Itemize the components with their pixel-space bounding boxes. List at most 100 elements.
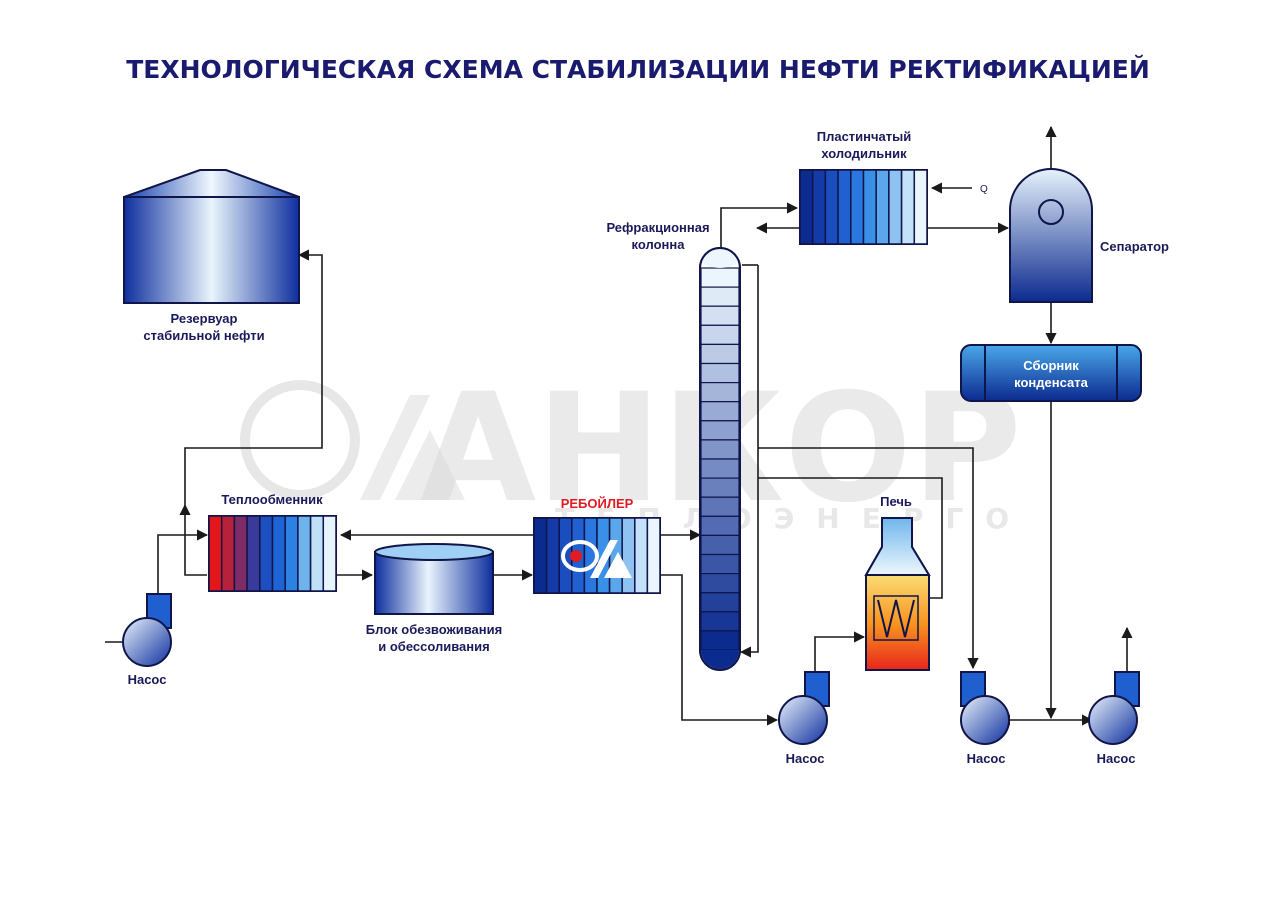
heat-exchanger-plate <box>246 515 261 592</box>
pipe-furnace-out <box>758 477 943 599</box>
column-tray <box>700 496 740 517</box>
cooler-plate <box>913 169 928 245</box>
column-tray <box>700 572 740 594</box>
reboiler-plate <box>646 517 661 594</box>
reservoir-label-line1: Резервуар <box>171 311 238 326</box>
pipe-to-pump3 <box>758 447 979 670</box>
pump-3-label: Насос <box>967 751 1006 766</box>
cooler-plate <box>837 169 852 245</box>
column-tray <box>700 286 740 307</box>
column-tray <box>700 592 740 613</box>
pipe-to-reservoir <box>184 249 323 505</box>
heat-exchanger: Теплообменник <box>208 492 337 592</box>
diagram-title: ТЕХНОЛОГИЧЕСКАЯ СХЕМА СТАБИЛИЗАЦИИ НЕФТИ… <box>126 55 1150 84</box>
pipe-pump1-to-exchanger <box>157 529 209 598</box>
separator: Сепаратор <box>1009 168 1169 303</box>
pump-2-label: Насос <box>786 751 825 766</box>
column-tray <box>700 420 740 441</box>
column-tray <box>700 267 740 288</box>
column-top-cap <box>701 249 739 268</box>
pipe-reboiler-to-pump2 <box>660 574 779 726</box>
cooler-label-line1: Пластинчатый <box>817 129 912 144</box>
furnace-coil-box <box>873 595 919 641</box>
collector-label-line1: Сборник <box>1023 358 1079 373</box>
column-outline <box>699 247 741 671</box>
cooler-plate <box>811 169 827 245</box>
column-tray <box>700 324 740 345</box>
reboiler-plate <box>533 517 548 594</box>
furnace-label: Печь <box>880 494 912 509</box>
column-bottom-cap <box>701 650 739 669</box>
watermark-logo-icon <box>240 380 465 500</box>
furnace-coil-icon <box>877 599 915 638</box>
column-trays <box>700 249 740 669</box>
dehydration-block: Блок обезвоживания и обессоливания <box>366 543 502 654</box>
collector-label-line2: конденсата <box>1014 375 1088 390</box>
column-tray <box>700 343 740 365</box>
reservoir: Резервуар стабильной нефти <box>123 169 300 343</box>
column-tray <box>700 362 740 384</box>
column-tray <box>700 515 740 536</box>
reboiler-plate <box>634 517 649 594</box>
reservoir-roof <box>123 169 300 198</box>
reboiler-plate <box>621 517 636 594</box>
dehydration-body <box>374 551 494 615</box>
cooler-plate <box>799 169 814 245</box>
pump-1: Насос <box>122 593 172 687</box>
pump-1-icon <box>122 617 172 667</box>
pipe-to-column-bottom <box>739 265 759 658</box>
heat-exchanger-plates <box>208 515 337 592</box>
reboiler-plate <box>545 517 560 594</box>
pump-4-label: Насос <box>1097 751 1136 766</box>
reservoir-body <box>123 196 300 304</box>
pump-2: Насос <box>778 671 830 766</box>
heat-exchanger-plate <box>284 515 299 592</box>
furnace-chimney <box>864 517 931 576</box>
pump-1-label: Насос <box>128 672 167 687</box>
cooler-plate <box>850 169 865 245</box>
column-tray <box>700 477 740 498</box>
heat-exchanger-plate <box>322 515 337 592</box>
pipe-column-to-cooler <box>720 202 799 248</box>
column-tray <box>700 382 740 403</box>
pipes <box>105 125 1133 726</box>
column-label-line2: колонна <box>632 237 686 252</box>
column: Рефракционная колонна <box>606 220 741 671</box>
cooler-plate <box>875 169 890 245</box>
column-tray <box>700 305 740 326</box>
furnace: Печь <box>864 494 931 671</box>
condensate-collector: Сборник конденсата <box>960 344 1142 402</box>
heat-exchanger-label: Теплообменник <box>221 492 323 507</box>
column-tray <box>700 611 740 632</box>
column-tray <box>700 401 740 422</box>
column-tray <box>700 458 740 479</box>
cooler-plate <box>824 169 839 245</box>
heat-exchanger-plate <box>309 515 325 592</box>
pipe-exchanger-up <box>179 503 207 576</box>
dehydration-label-line1: Блок обезвоживания <box>366 622 502 637</box>
cooler-label-line2: холодильник <box>821 146 907 161</box>
heat-exchanger-plate <box>297 515 312 592</box>
reservoir-label-line2: стабильной нефти <box>143 328 264 343</box>
dehydration-top <box>374 543 494 561</box>
heat-exchanger-plate <box>259 515 274 592</box>
separator-label: Сепаратор <box>1100 239 1169 254</box>
column-tray <box>700 439 740 460</box>
q-label: Q <box>980 184 988 195</box>
column-tray <box>700 534 740 556</box>
cooler-plate <box>900 169 916 245</box>
cooler-plate <box>888 169 903 245</box>
reboiler-label: РЕБОЙЛЕР <box>561 496 634 511</box>
pump-4-icon <box>1088 695 1138 745</box>
pump-4: Насос <box>1088 671 1140 766</box>
column-tray <box>700 553 740 575</box>
plate-cooler: Пластинчатый холодильник Q <box>799 129 988 245</box>
separator-body <box>1009 168 1093 303</box>
heat-exchanger-plate <box>220 515 236 592</box>
pipe-pump2-to-furnace <box>814 631 866 672</box>
plate-cooler-plates <box>799 169 928 245</box>
heat-exchanger-plate <box>233 515 248 592</box>
watermark: АНКОР ТЕПЛОЭНЕРГО <box>240 362 1022 536</box>
pump-2-icon <box>778 695 828 745</box>
